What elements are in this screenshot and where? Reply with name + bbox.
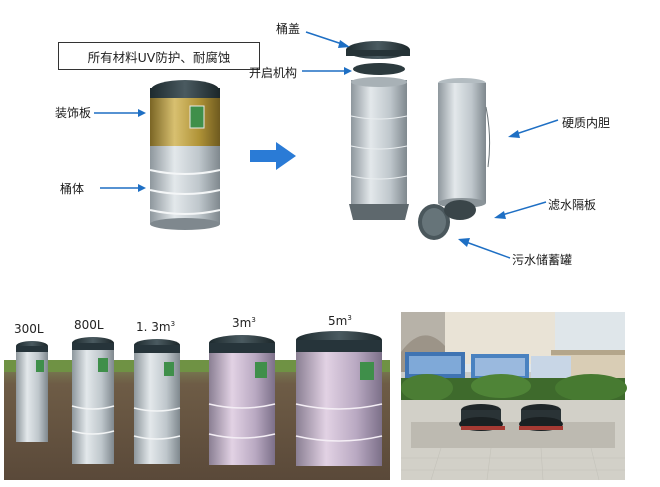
big-right-arrow <box>250 142 296 170</box>
arrow-hard-liner <box>508 119 559 138</box>
arrow-decor-panel <box>94 109 146 117</box>
exploded-open-mechanism <box>353 63 405 75</box>
arrow-barrel-body <box>100 184 146 192</box>
label-barrel-body: 桶体 <box>60 182 85 196</box>
label-sewage-tank: 污水储蓄罐 <box>512 253 573 267</box>
bin-1-3m3 <box>133 339 181 464</box>
exploded-inner-liner <box>438 78 491 208</box>
label-filter-partition: 滤水隔板 <box>548 198 597 212</box>
assembled-bin <box>149 80 221 230</box>
exploded-outer-barrel <box>349 77 409 220</box>
size-label-3m3: 3m3 <box>232 316 256 330</box>
size-label-300l: 300L <box>14 322 44 336</box>
uv-note-box: 所有材料UV防护、耐腐蚀 <box>58 42 260 70</box>
label-barrel-lid: 桶盖 <box>276 22 301 36</box>
label-hard-liner: 硬质内胆 <box>562 116 611 130</box>
bin-3m3 <box>208 335 276 465</box>
uv-note-text: 所有材料UV防护、耐腐蚀 <box>87 49 231 65</box>
label-decor-panel: 装饰板 <box>55 106 92 120</box>
exploded-lid <box>346 41 410 59</box>
label-open-mechanism: 开启机构 <box>249 66 298 80</box>
size-label-1-3m3: 1. 3m3 <box>136 320 176 334</box>
size-label-5m3: 5m3 <box>328 314 352 328</box>
bin-5m3 <box>295 331 383 466</box>
bin-800l <box>71 337 115 464</box>
arrow-filter-partition <box>494 201 547 219</box>
exploded-filter-and-tank <box>418 200 476 240</box>
size-label-800l: 800L <box>74 318 104 332</box>
arrow-sewage-tank <box>458 238 511 259</box>
arrow-barrel-lid <box>305 31 350 48</box>
arrow-open-mechanism <box>302 67 352 75</box>
bin-300l <box>16 341 48 442</box>
installation-photo <box>401 312 627 481</box>
